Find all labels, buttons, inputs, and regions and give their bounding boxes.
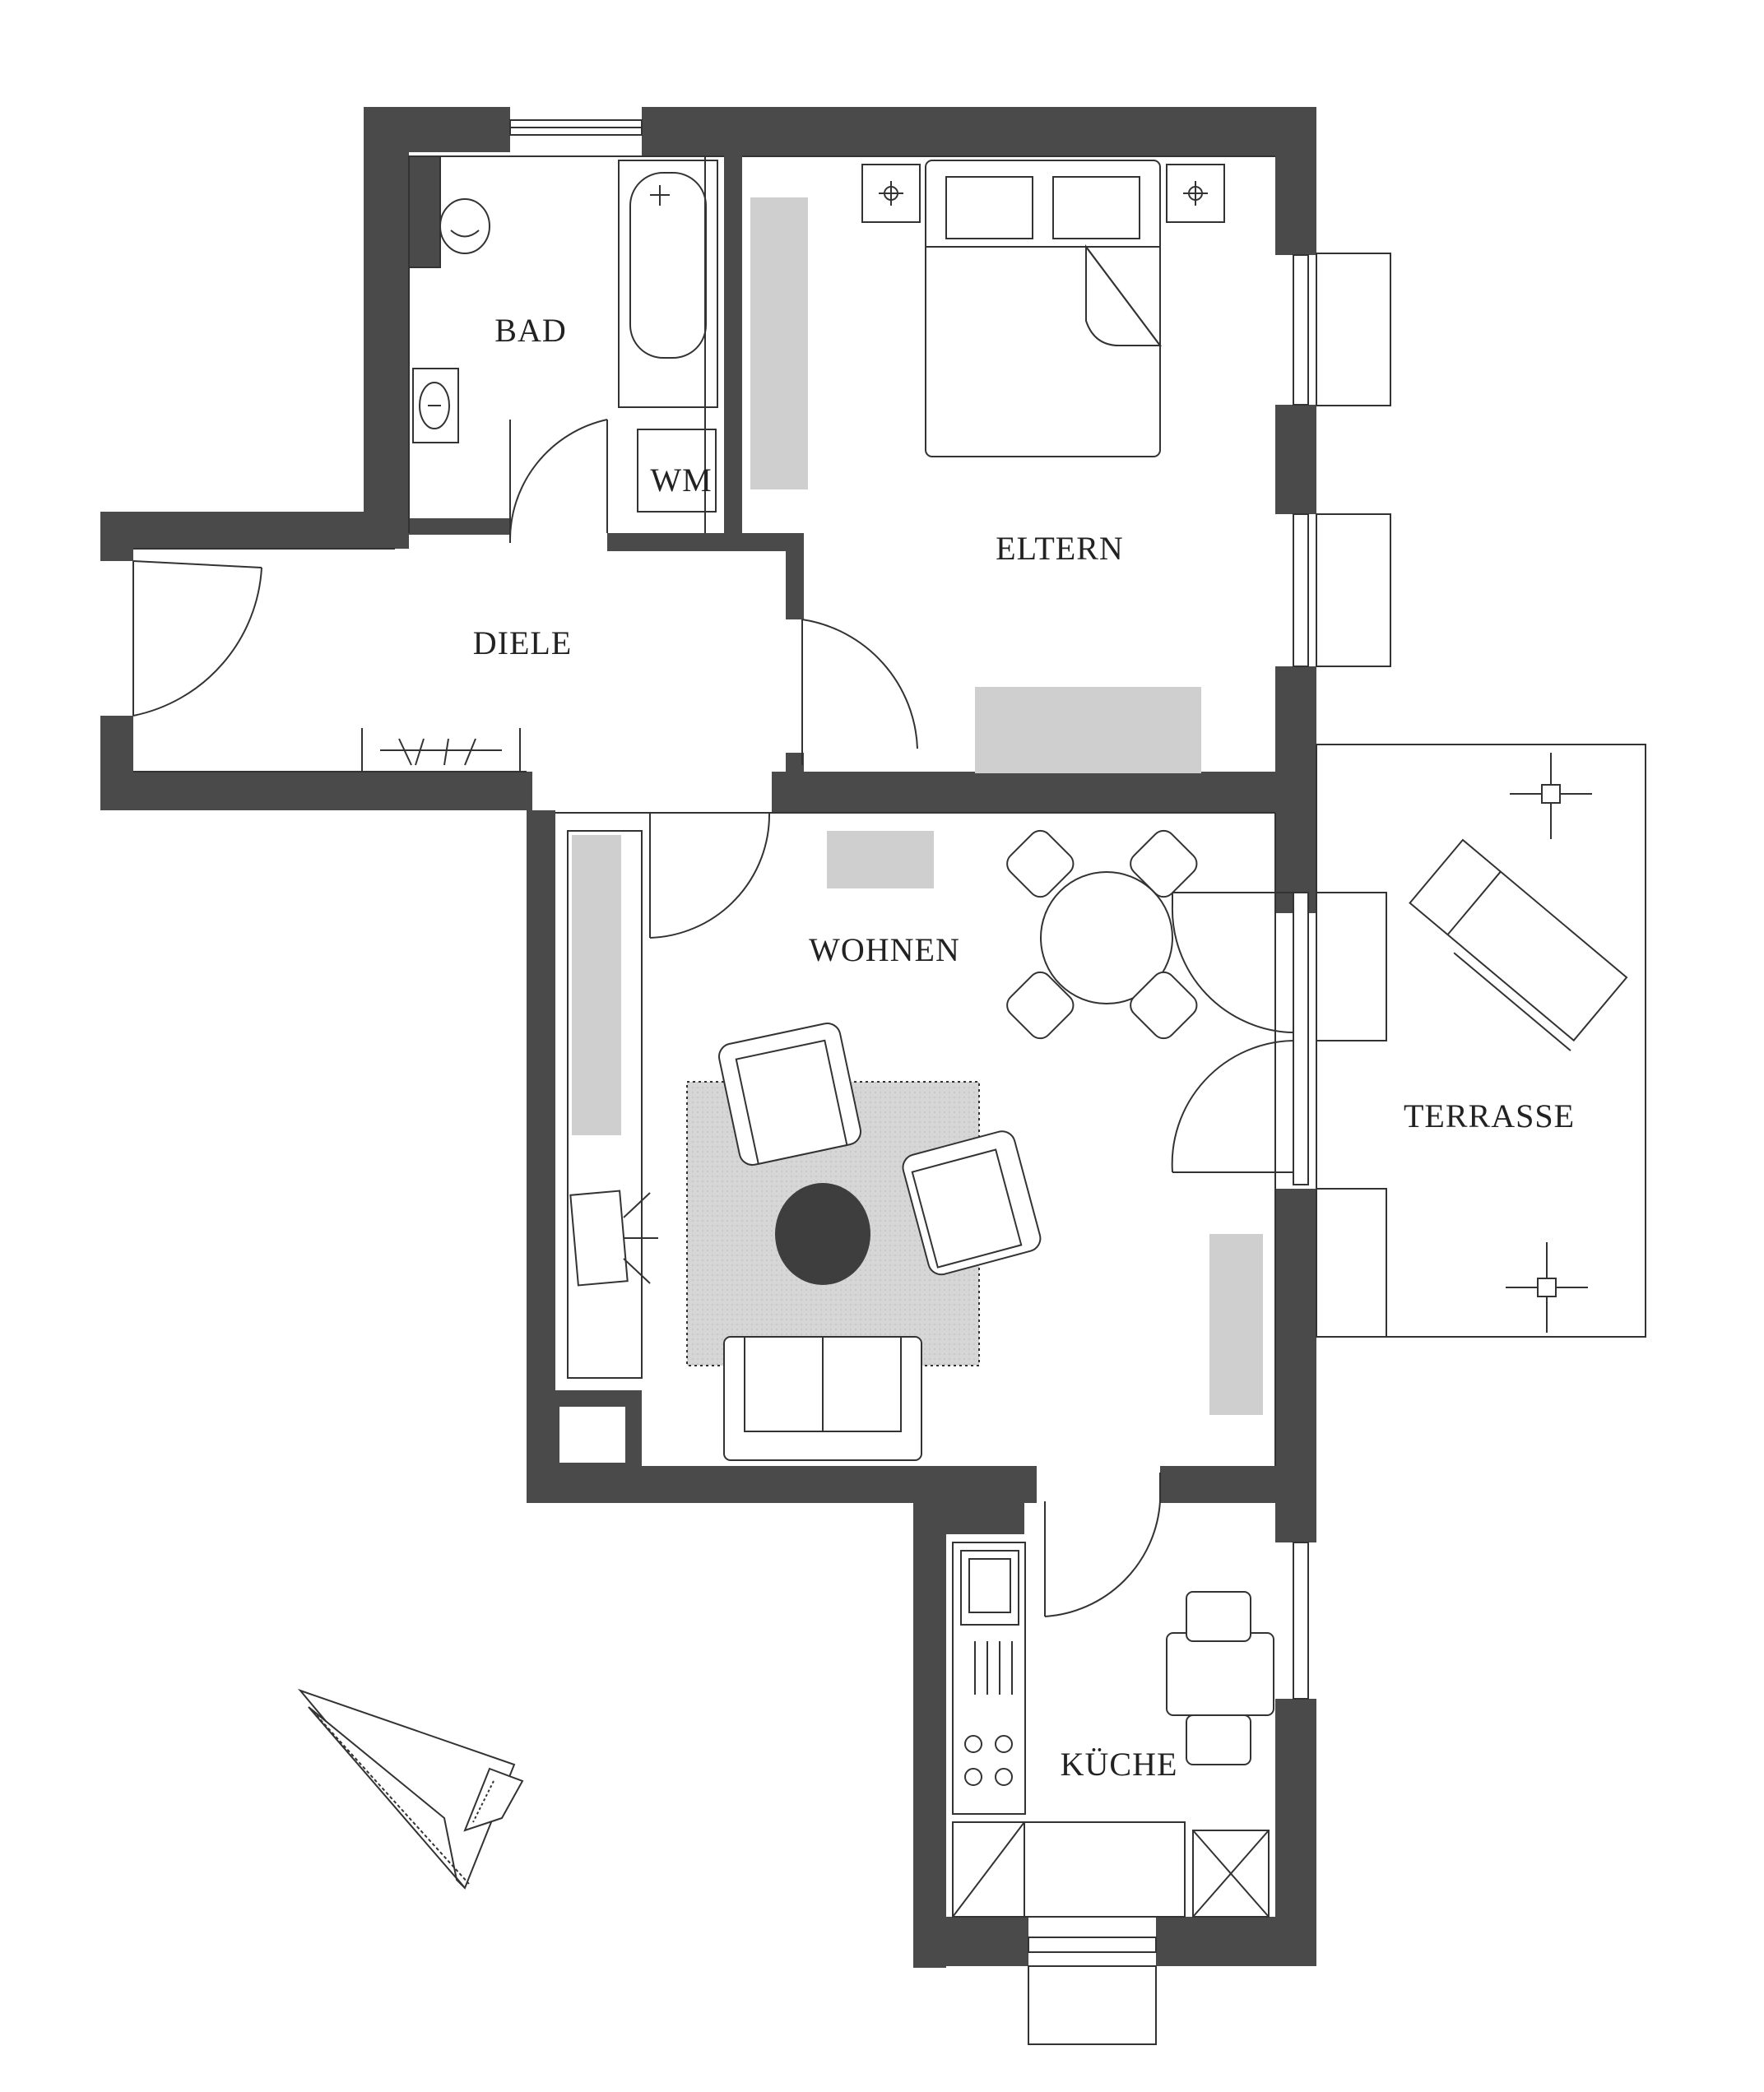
wc-cistern (408, 155, 441, 268)
wall-right-top (1275, 107, 1316, 255)
window-kueche-right (1293, 1542, 1309, 1700)
wardrobe (750, 197, 808, 489)
sideboard (1209, 1234, 1263, 1415)
wall-bad-bottom-right (607, 533, 739, 551)
wall-diele-top (100, 512, 409, 549)
window-eltern-1 (1293, 254, 1309, 406)
wall-eltern-jamb (786, 533, 804, 619)
terrasse-outline (1316, 744, 1646, 1338)
terrace-door-sill-2 (1316, 1188, 1387, 1338)
walls (100, 107, 1316, 1968)
window-kueche-bottom (1028, 1937, 1157, 1953)
kueche-furniture (952, 1473, 1274, 1918)
label-wm: WM (650, 462, 712, 499)
toilet (439, 198, 490, 254)
wall-wohnen-bottom-left (527, 1466, 1037, 1503)
wall-kueche-bottom-left (913, 1917, 1028, 1966)
label-terrasse: TERRASSE (1404, 1097, 1575, 1134)
label-eltern: ELTERN (996, 530, 1124, 567)
coffee-table (775, 1183, 870, 1285)
shaft-box (559, 1407, 625, 1463)
terrasse (1316, 744, 1646, 1338)
kitchen-chair-top (1186, 1591, 1251, 1642)
stove (964, 1735, 1013, 1786)
sun-lounger (1409, 838, 1628, 1051)
diele-furniture (132, 560, 521, 772)
wall-wohnen-left (527, 810, 555, 1497)
counter-bottom (1024, 1821, 1186, 1918)
window-terrace-door (1293, 892, 1309, 1185)
wall-diele-bottom (100, 772, 532, 810)
window-eltern-2-sill (1316, 513, 1391, 667)
wall-right-lower (1275, 666, 1316, 913)
wall-eltern-wohnen (772, 772, 1284, 813)
armchair-right (902, 1130, 1042, 1276)
dining-chairs (1006, 829, 1198, 1040)
dining-table (1040, 871, 1173, 1004)
terrace-lamp-top (1510, 753, 1592, 839)
kitchen-chair-bottom (1186, 1714, 1251, 1765)
wall-eltern-nook (724, 533, 802, 551)
bad-furniture (408, 155, 718, 544)
window-eltern-2 (1293, 513, 1309, 667)
armchair-top (718, 1023, 861, 1166)
wall-diele-left-top (100, 512, 133, 561)
terrace-door-sill-1 (1316, 892, 1387, 1041)
paper-plane-north-arrow-icon (297, 1688, 524, 1890)
wall-kueche-right-top (1275, 1501, 1316, 1542)
label-diele: DIELE (473, 624, 573, 661)
window-kueche-bottom-sill (1028, 1965, 1157, 2045)
chimney-block (946, 1503, 1024, 1534)
wall-kueche-left (913, 1466, 946, 1968)
room-labels: BAD WM ELTERN DIELE WOHNEN TERRASSE KÜCH… (473, 312, 1575, 1783)
wall-wohnen-bottom-right (1160, 1466, 1316, 1503)
window-eltern-1-sill (1316, 253, 1391, 406)
wall-kueche-right-bottom (1275, 1699, 1316, 1966)
kitchen-table (1166, 1632, 1274, 1716)
nightstand-right (1166, 164, 1225, 223)
entry-door (132, 560, 262, 568)
terrace-lamp-bottom (1506, 1242, 1588, 1333)
dresser (975, 687, 1201, 773)
desk-chair (569, 1190, 629, 1287)
label-wohnen: WOHNEN (809, 931, 960, 968)
label-kueche: KÜCHE (1061, 1746, 1178, 1783)
wohnen-furniture (567, 812, 1294, 1461)
wall-bad-left (364, 107, 409, 518)
wall-bad-eltern (724, 156, 742, 535)
label-bad: BAD (494, 312, 566, 349)
eltern-furniture (750, 160, 1225, 773)
washing-machine (637, 429, 717, 513)
wall-top (642, 107, 1316, 156)
wall-bad-bottom-left (395, 518, 510, 535)
wall-eltern-jamb-low (786, 753, 804, 777)
tv-cabinet (827, 831, 934, 888)
windows (509, 119, 1391, 2045)
wall-right-mid (1275, 405, 1316, 514)
